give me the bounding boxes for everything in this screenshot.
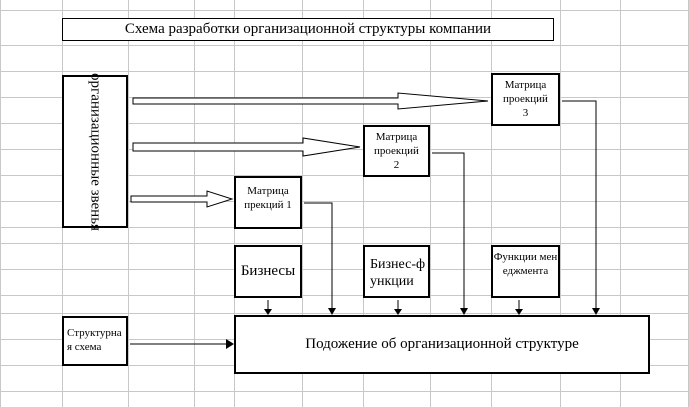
matrix-3-box: Матрица проекций 3 xyxy=(491,73,560,126)
diagram-title: Схема разработки организационной структу… xyxy=(62,18,554,41)
matrix-1-box: Матрица прекций 1 xyxy=(234,176,302,229)
matrix-3-line-1: Матрица xyxy=(504,79,547,91)
matrix-3-line-3: 3 xyxy=(522,107,529,119)
org-units-box: организационные звенья xyxy=(62,72,128,231)
matrix-2-line-2: проекций xyxy=(374,145,419,157)
org-units-label: организационные звенья xyxy=(87,72,104,231)
matrix-2-line-1: Матрица xyxy=(375,131,418,143)
matrix-3-line-2: проекций xyxy=(503,93,548,105)
management-functions-box: Функции менеджмента xyxy=(491,245,560,298)
business-functions-box: Бизнес-функции xyxy=(363,245,430,298)
structure-scheme-box: Структурная схема xyxy=(62,316,128,366)
matrix-2-box: Матрица проекций 2 xyxy=(363,125,430,177)
matrix-1-line-1: Матрица xyxy=(247,185,289,197)
matrix-1-line-2: прекций 1 xyxy=(244,199,292,211)
org-regulation-box: Подожение об организационной структуре xyxy=(234,315,650,374)
business-box: Бизнесы xyxy=(234,245,302,298)
matrix-2-line-3: 2 xyxy=(393,159,400,171)
